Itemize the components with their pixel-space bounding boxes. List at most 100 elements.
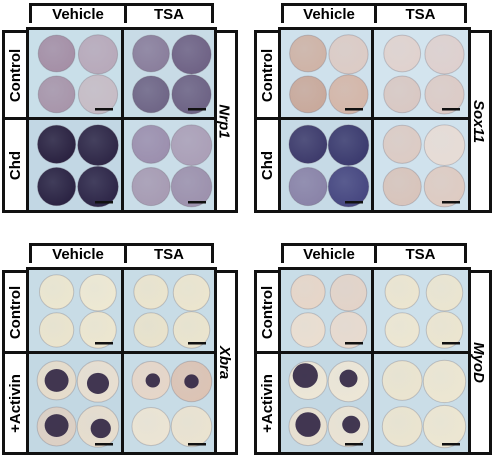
stain-spot	[44, 414, 69, 438]
embryo-image	[121, 27, 217, 120]
embryo	[425, 311, 464, 349]
embryo	[38, 312, 75, 348]
embryo	[381, 406, 423, 447]
embryo	[424, 74, 465, 115]
embryo	[170, 124, 213, 166]
gene-label-xbra: Xbra	[214, 270, 238, 455]
embryo	[424, 34, 465, 75]
embryo	[383, 34, 422, 73]
embryo	[37, 167, 77, 207]
embryo	[37, 75, 76, 114]
embryo	[329, 273, 368, 312]
stain-spot	[295, 412, 321, 437]
embryo	[131, 167, 171, 207]
row-label-control: Control	[2, 30, 26, 120]
embryo	[381, 360, 423, 401]
column-header-tsa: TSA	[124, 243, 214, 263]
scale-bar	[95, 342, 113, 345]
scale-bar	[188, 108, 206, 111]
embryo	[172, 273, 211, 312]
row-label-control: Control	[254, 30, 278, 120]
stain-spot	[292, 363, 318, 388]
embryo	[425, 273, 464, 312]
embryo	[288, 167, 328, 207]
embryo-image	[26, 351, 124, 455]
stain-spot	[44, 368, 69, 392]
scale-bar	[188, 201, 206, 204]
column-header-vehicle: Vehicle	[29, 243, 127, 263]
embryo	[382, 124, 422, 164]
gene-label-sox11: Sox11	[468, 30, 492, 213]
embryo	[384, 274, 420, 310]
row-label-chd: Chd	[2, 117, 26, 213]
embryo-image	[26, 117, 124, 213]
row-label-chd: Chd	[254, 117, 278, 213]
scale-bar	[442, 108, 460, 111]
embryo-image	[278, 267, 374, 354]
scale-bar	[188, 443, 206, 446]
embryo	[171, 74, 212, 115]
embryo	[422, 359, 467, 404]
embryo	[422, 404, 467, 449]
stain-spot	[86, 372, 110, 394]
embryo-image	[371, 267, 471, 354]
scale-bar	[345, 201, 363, 204]
scale-bar	[95, 108, 113, 111]
embryo	[327, 165, 370, 208]
gene-label-nrp1: Nrp1	[214, 30, 238, 213]
stain-spot	[145, 373, 160, 388]
embryo	[288, 124, 328, 164]
embryo	[327, 124, 370, 166]
stain-spot	[184, 374, 199, 389]
row-label-activin: +Activin	[254, 351, 278, 455]
embryo-image	[278, 27, 374, 120]
embryo-image	[278, 117, 374, 213]
column-header-vehicle: Vehicle	[29, 3, 127, 23]
embryo-image	[371, 117, 471, 213]
embryo	[290, 274, 326, 310]
embryo	[77, 34, 119, 75]
scale-bar	[442, 342, 460, 345]
column-header-tsa: TSA	[124, 3, 214, 23]
embryo	[423, 124, 466, 166]
embryo	[290, 312, 326, 348]
scale-bar	[442, 201, 460, 204]
panel-nrp1: Vehicle TSA Control Chd Nrp1	[2, 3, 240, 213]
embryo	[77, 74, 119, 115]
embryo-image	[121, 267, 217, 354]
embryo	[383, 75, 422, 114]
embryo	[133, 274, 169, 310]
embryo	[170, 405, 213, 448]
embryo	[328, 74, 369, 115]
embryo	[79, 311, 117, 349]
embryo	[133, 312, 169, 348]
panel-myod: Vehicle TSA Control +Activin MyoD	[254, 243, 494, 455]
gene-label-myod: MyoD	[468, 270, 492, 455]
embryo	[132, 34, 170, 73]
scale-bar	[345, 443, 363, 446]
embryo	[384, 312, 420, 348]
column-header-vehicle: Vehicle	[281, 3, 377, 23]
panel-sox11: Vehicle TSA Control Chd Sox11	[254, 3, 494, 213]
stain-spot	[342, 415, 361, 434]
embryo	[423, 165, 466, 208]
scale-bar	[442, 443, 460, 446]
embryo	[77, 124, 119, 166]
scale-bar	[95, 443, 113, 446]
scale-bar	[345, 108, 363, 111]
embryo	[77, 165, 119, 208]
embryo	[79, 273, 117, 312]
embryo	[328, 34, 369, 75]
embryo-image	[371, 351, 471, 455]
stain-spot	[90, 418, 111, 439]
stain-spot	[339, 369, 358, 388]
embryo	[289, 34, 327, 73]
scale-bar	[345, 342, 363, 345]
embryo	[131, 124, 171, 164]
embryo-image	[121, 351, 217, 455]
embryo-image	[26, 27, 124, 120]
embryo	[131, 406, 171, 447]
row-label-control: Control	[2, 270, 26, 354]
embryo	[37, 124, 77, 164]
embryo	[37, 34, 76, 73]
